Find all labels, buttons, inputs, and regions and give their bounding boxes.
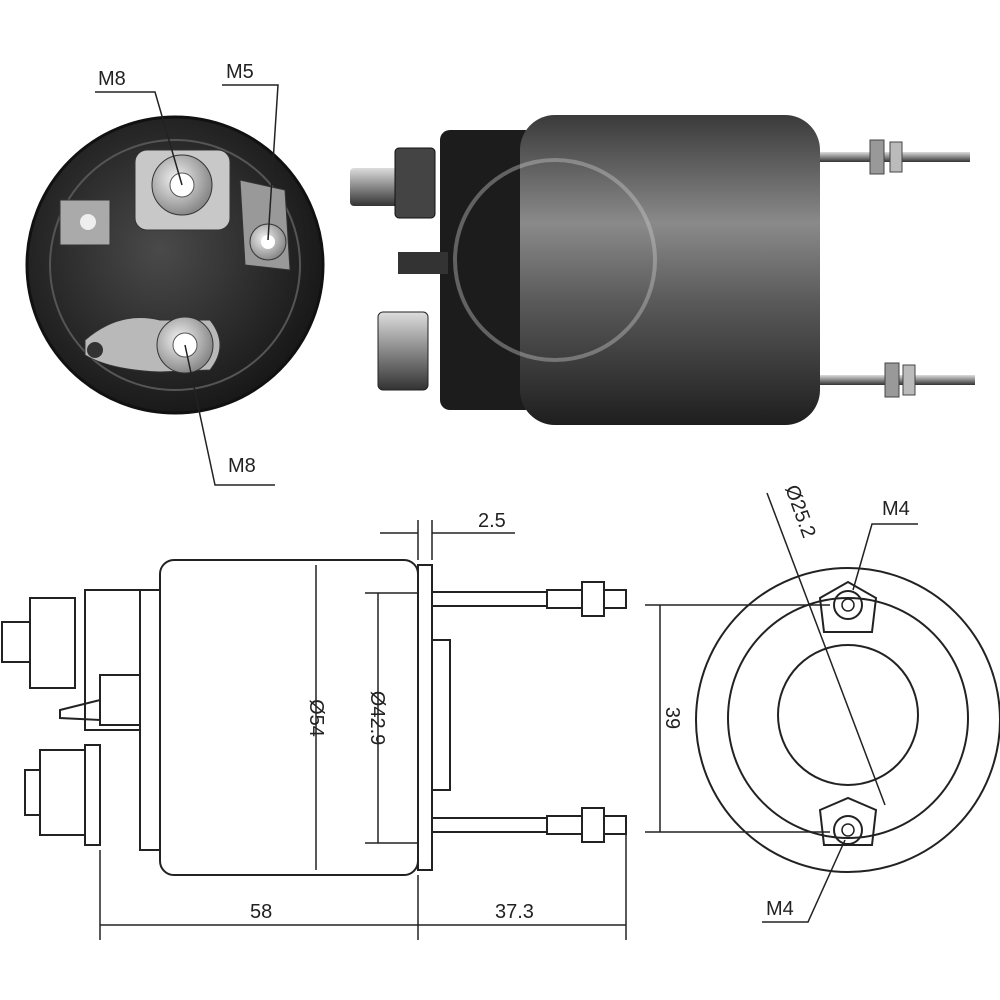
side-dimensions: 2.5 Ø54 Ø42.9 58 37.3 xyxy=(99,510,627,940)
side-view-drawing xyxy=(1,559,627,876)
end-view-labels: M8 M5 M8 xyxy=(95,61,279,486)
label-m4-bottom: M4 xyxy=(766,898,794,920)
label-m8-bottom: M8 xyxy=(228,455,256,477)
rear-view-drawing xyxy=(695,567,1000,873)
side-view-photo xyxy=(350,115,975,425)
label-m4-top: M4 xyxy=(882,498,910,520)
dim-pitch-diameter: Ø25.2 xyxy=(780,482,819,541)
label-m8-top: M8 xyxy=(98,68,126,90)
dim-body-length: 58 xyxy=(250,901,272,923)
dim-body-diameter: Ø54 xyxy=(305,699,327,737)
dim-flange-diameter: Ø42.9 xyxy=(366,691,388,745)
end-view-photo xyxy=(25,115,325,415)
dim-flange: 2.5 xyxy=(478,510,506,532)
dim-stud-spacing: 39 xyxy=(661,707,683,729)
dim-stud-length: 37.3 xyxy=(495,901,534,923)
label-m5: M5 xyxy=(226,61,254,83)
